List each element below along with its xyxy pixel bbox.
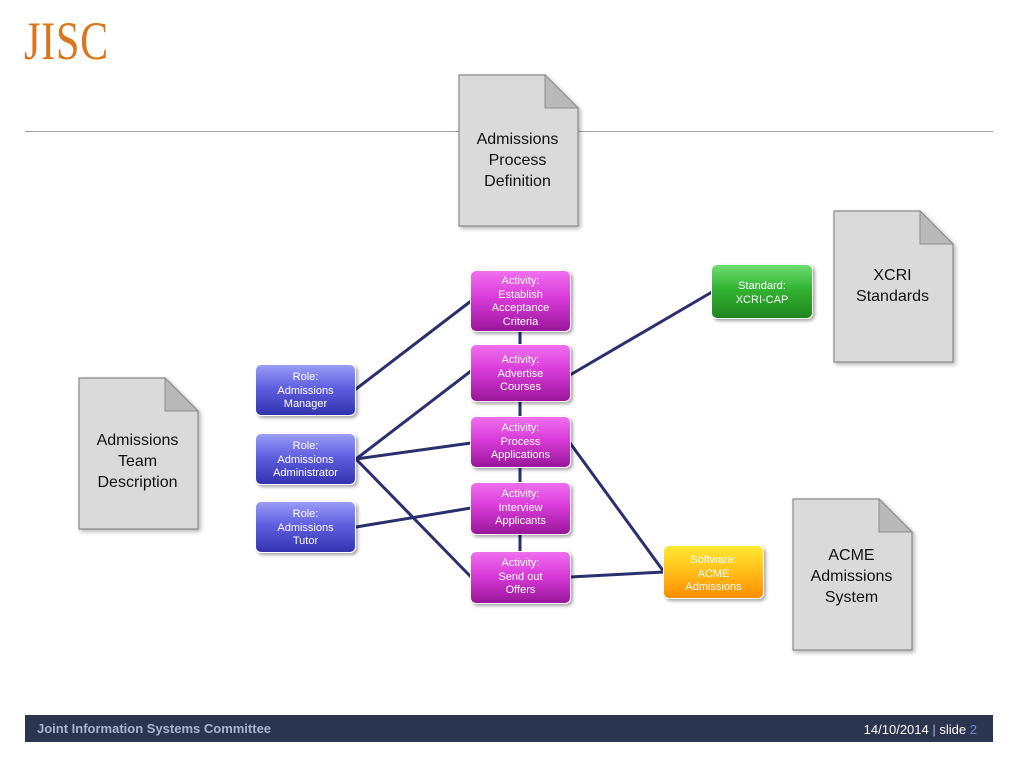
document-icon (78, 376, 200, 530)
connector-tutor-interview (354, 506, 473, 529)
connector-courses-standard (568, 290, 714, 377)
connector-administrator-applications (354, 441, 473, 461)
document-team-description: Admissions Team Description (77, 376, 200, 530)
footer-separator: | (932, 722, 936, 737)
connector-offers-software (568, 570, 666, 579)
document-icon (833, 209, 955, 363)
document-label: Admissions Team Description (96, 432, 179, 491)
document-label: ACME Admissions System (810, 547, 893, 606)
connector-applications-software (568, 441, 666, 574)
activity-process-applications[interactable]: Activity: Process Applications (470, 416, 571, 468)
role-admissions-manager[interactable]: Role: Admissions Manager (255, 364, 356, 416)
document-icon (458, 73, 580, 227)
connector-administrator-courses (354, 369, 473, 461)
activity-establish-acceptance-criteria[interactable]: Activity: Establish Acceptance Criteria (470, 270, 571, 332)
document-label: XCRI Standards (856, 267, 929, 305)
role-admissions-tutor[interactable]: Role: Admissions Tutor (255, 501, 356, 553)
document-icon (792, 497, 914, 651)
standard-xcri-cap[interactable]: Standard: XCRI-CAP (711, 264, 813, 319)
connector-manager-criteria (354, 299, 473, 391)
jisc-logo: JISC (24, 11, 110, 71)
footer-organisation: Joint Information Systems Committee (37, 721, 272, 736)
activity-advertise-courses[interactable]: Activity: Advertise Courses (470, 344, 571, 402)
footer-slide-number: 2 (969, 722, 977, 737)
document-xcri-standards: XCRI Standards (832, 209, 955, 363)
role-admissions-administrator[interactable]: Role: Admissions Administrator (255, 433, 356, 485)
footer-date: 14/10/2014 (863, 722, 929, 737)
footer-bar: Joint Information Systems Committee 14/1… (25, 715, 993, 742)
software-acme-admissions[interactable]: Software: ACME Admissions (663, 545, 764, 599)
activity-send-out-offers[interactable]: Activity: Send out Offers (470, 551, 571, 604)
document-label: Admissions Process Definition (476, 131, 559, 190)
document-process-definition: Admissions Process Definition (457, 73, 580, 227)
activity-interview-applicants[interactable]: Activity: Interview Applicants (470, 482, 571, 535)
footer-slide-info: 14/10/2014 | slide 2 (864, 722, 977, 737)
footer-slide-label: slide (939, 722, 967, 737)
document-acme-system: ACME Admissions System (791, 497, 914, 651)
